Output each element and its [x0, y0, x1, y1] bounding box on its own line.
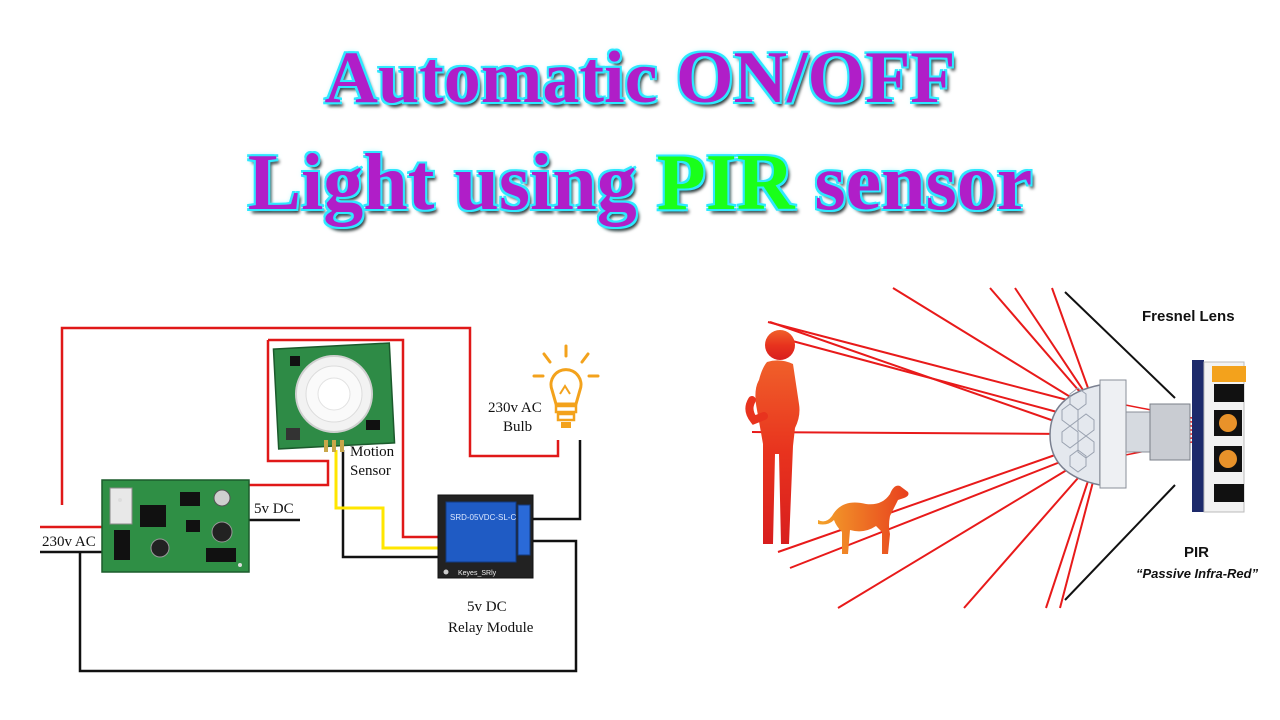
label-5v-dc-output: 5v DC	[254, 501, 294, 517]
relay-board-print: Keyes_SRly	[458, 570, 497, 577]
pir-detection-diagram: Fresnel Lens PIR “Passive Infra-Red”	[745, 287, 1259, 609]
label-ac-input: 230v AC	[42, 534, 96, 550]
pir-pointer-line	[1064, 484, 1176, 601]
person-silhouette	[745, 330, 800, 544]
dog-silhouette	[818, 485, 909, 554]
label-pir-sub: “Passive Infra-Red”	[1136, 566, 1259, 581]
ir-rays	[751, 287, 1095, 609]
wire-sensor-signal	[334, 450, 440, 550]
power-supply-module	[101, 479, 250, 573]
label-motion-1: Motion	[350, 444, 395, 460]
label-bulb-1: 230v AC	[488, 400, 542, 416]
fresnel-pointer-line	[1064, 291, 1176, 399]
wire-bulb-relay	[530, 440, 582, 521]
label-motion-2: Sensor	[350, 463, 391, 479]
pir-board	[1192, 360, 1246, 513]
circuit-diagram: SRD-05VDC-SL-C Keyes_SRly 230v AC 5v DC …	[40, 326, 600, 673]
circuit-wires	[40, 326, 582, 673]
wire-sensor-box	[268, 338, 440, 539]
title-line-2-before: Light using	[247, 139, 657, 227]
relay-print: SRD-05VDC-SL-C	[450, 513, 516, 522]
title-highlight-pir: PIR	[656, 139, 795, 227]
title-line-1: Automatic ON/OFF	[324, 37, 956, 119]
label-relay-2: Relay Module	[448, 620, 534, 636]
label-fresnel-lens: Fresnel Lens	[1142, 308, 1235, 325]
bulb-icon	[532, 344, 600, 428]
wire-sensor-gnd	[341, 450, 440, 559]
title-line-2-after: sensor	[794, 139, 1033, 227]
wire-ac-live	[60, 326, 560, 505]
pir-sensor-module	[272, 342, 396, 452]
wire-sensor-vcc	[247, 340, 330, 487]
label-bulb-2: Bulb	[503, 419, 532, 435]
relay-module: SRD-05VDC-SL-C Keyes_SRly	[437, 494, 534, 579]
title-line-2: Light using PIR sensor	[0, 138, 1280, 229]
fresnel-lens	[1049, 379, 1191, 489]
label-relay-1: 5v DC	[467, 599, 507, 615]
wire-ac-neutral	[78, 539, 578, 673]
label-pir: PIR	[1184, 544, 1209, 561]
